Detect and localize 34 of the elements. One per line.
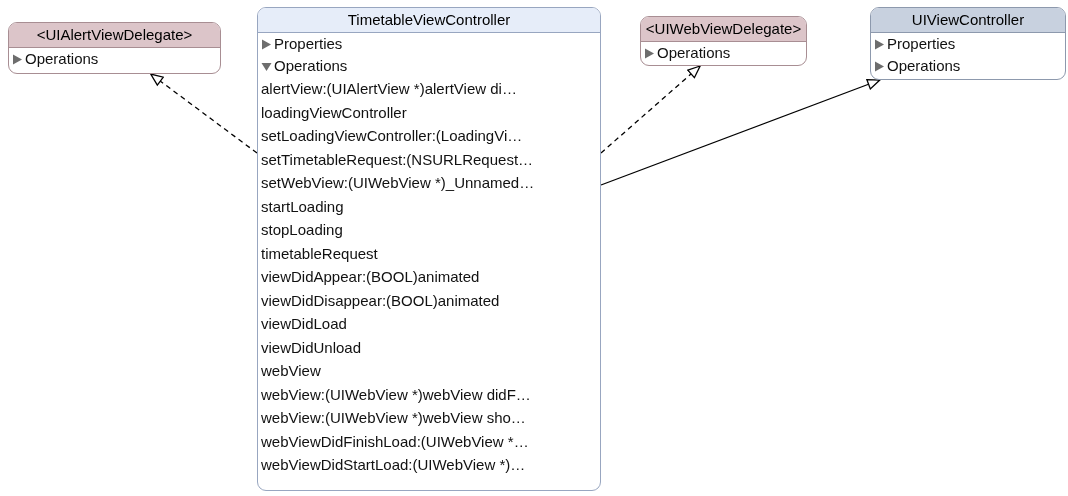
operation-text: timetableRequest <box>260 243 379 264</box>
class-box <box>870 7 1066 80</box>
class-name: UIViewController <box>871 8 1065 33</box>
operation-text: webView <box>260 361 322 381</box>
operation-text: setLoadingViewController:(LoadingVi… <box>260 126 524 146</box>
section-label: Operations <box>887 56 961 76</box>
realization-arrow <box>150 73 258 154</box>
class-box <box>640 16 807 66</box>
section-label: Properties <box>274 34 343 54</box>
section-label: Properties <box>887 34 956 54</box>
class-box <box>257 7 601 491</box>
operation-text: webView:(UIWebView *)webView didF… <box>260 384 532 405</box>
operation-text: setTimetableRequest:(NSURLRequest… <box>260 149 535 170</box>
realization-arrow <box>600 65 701 154</box>
inheritance-arrow <box>600 78 881 186</box>
operation-text: viewDidAppear:(BOOL)animated <box>260 267 481 287</box>
operation-text: viewDidLoad <box>260 314 348 334</box>
operation-text: loadingViewController <box>260 102 408 123</box>
operation-text: startLoading <box>260 196 345 217</box>
operation-text: alertView:(UIAlertView *)alertView di… <box>260 79 518 99</box>
protocol-name: <UIWebViewDelegate> <box>641 17 806 42</box>
section-label: Operations <box>25 49 99 69</box>
class-name: TimetableViewController <box>258 8 600 33</box>
operation-text: webViewDidStartLoad:(UIWebView *)… <box>260 455 527 475</box>
operation-text: setWebView:(UIWebView *)_Unnamed… <box>260 173 536 193</box>
operation-text: webViewDidFinishLoad:(UIWebView *… <box>260 431 530 452</box>
operation-text: webView:(UIWebView *)webView sho… <box>260 408 527 428</box>
operation-text: viewDidUnload <box>260 337 363 358</box>
operation-text: stopLoading <box>260 220 344 240</box>
section-label: Operations <box>657 43 731 63</box>
class-box <box>8 22 221 74</box>
protocol-name: <UIAlertViewDelegate> <box>9 23 220 48</box>
operation-text: viewDidDisappear:(BOOL)animated <box>260 290 501 311</box>
section-label: Operations <box>274 56 348 76</box>
